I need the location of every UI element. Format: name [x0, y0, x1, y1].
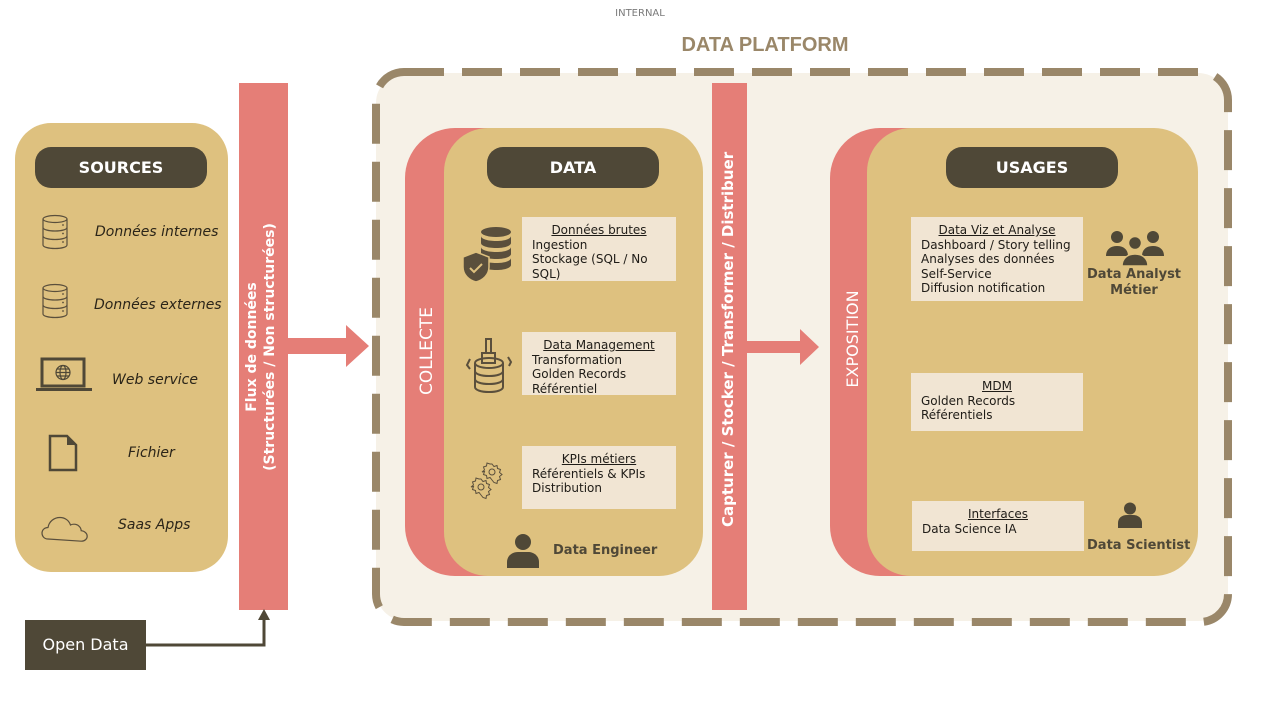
- card-line: Analyses des données: [921, 252, 1055, 266]
- card-title: Interfaces: [968, 507, 1028, 521]
- flux-bar: [239, 83, 288, 610]
- database-icon: [42, 283, 68, 319]
- card-line: Transformation: [532, 352, 623, 367]
- card-line: Golden Records: [532, 367, 627, 381]
- role-data-engineer: Data Engineer: [553, 543, 658, 558]
- card-mdm: MDM Golden Records Référentiels: [911, 373, 1083, 431]
- card-data-management: Data Management Transformation Golden Re…: [522, 332, 676, 396]
- database-shield-icon: [462, 227, 511, 283]
- open-data-arrow: [146, 609, 270, 647]
- card-title: Data Management: [543, 338, 655, 352]
- card-donnees-brutes: Données brutes Ingestion Stockage (SQL /…: [522, 217, 676, 281]
- source-item: Données internes: [30, 214, 220, 254]
- pipeline-label: Capturer / Stocker / Transformer / Distr…: [719, 151, 737, 527]
- person-icon: [1118, 502, 1142, 528]
- card-data-viz: Data Viz et Analyse Dashboard / Story te…: [911, 217, 1083, 301]
- data-title: DATA: [487, 147, 659, 188]
- flux-arrow: [288, 325, 369, 367]
- group-icon: [1106, 231, 1164, 266]
- pipeline-arrow: [747, 329, 819, 365]
- platform-dashed-border: [372, 68, 1232, 626]
- flux-label-line2: (Structurées / Non structurées): [262, 223, 278, 471]
- cloud-icon: [41, 516, 88, 542]
- laptop-globe-icon: [36, 357, 92, 391]
- card-title: Data Viz et Analyse: [938, 223, 1056, 237]
- source-label: Fichier: [128, 445, 175, 461]
- role-line: Data Analyst: [1086, 267, 1182, 282]
- card-line: Diffusion notification: [921, 281, 1046, 295]
- platform-title: DATA PLATFORM: [681, 34, 849, 56]
- collecte-label: COLLECTE: [417, 307, 437, 395]
- card-title: KPIs métiers: [561, 452, 637, 466]
- source-label: Données internes: [95, 224, 219, 240]
- file-icon: [48, 434, 78, 472]
- source-label: Web service: [112, 372, 198, 388]
- classification-label: INTERNAL: [615, 8, 665, 19]
- card-line: Golden Records: [921, 393, 1016, 408]
- card-title: MDM: [982, 379, 1012, 393]
- flux-label-line1: Flux de données: [244, 282, 260, 412]
- card-line: Ingestion: [532, 237, 588, 252]
- open-data-box: Open Data: [25, 620, 146, 670]
- card-line: Référentiels: [921, 408, 993, 422]
- sources-panel: [15, 123, 228, 572]
- source-item: Web service: [30, 357, 220, 397]
- person-icon: [507, 534, 539, 568]
- database-brush-icon: [465, 338, 513, 394]
- role-data-scientist: Data Scientist: [1087, 538, 1191, 553]
- sources-title: SOURCES: [35, 147, 207, 188]
- card-interfaces: Interfaces Data Science IA: [912, 501, 1084, 551]
- card-line: Self-Service: [921, 266, 992, 281]
- role-data-analyst: Data Analyst Métier: [1086, 267, 1182, 299]
- pipeline-bar: [712, 83, 747, 610]
- card-line: Référentiel: [532, 381, 598, 396]
- flux-label: Flux de données (Structurées / Non struc…: [243, 197, 283, 497]
- database-icon: [42, 214, 68, 250]
- card-line: Distribution: [532, 481, 603, 495]
- card-line: Stockage (SQL / No SQL): [532, 252, 648, 281]
- source-item: Fichier: [30, 434, 220, 474]
- role-line: Métier: [1110, 283, 1158, 298]
- usages-title: USAGES: [946, 147, 1118, 188]
- card-title: Données brutes: [551, 223, 647, 237]
- card-line: Dashboard / Story telling: [921, 237, 1071, 252]
- source-item: Saas Apps: [30, 510, 220, 550]
- source-item: Données externes: [30, 283, 222, 323]
- gears-icon: [470, 462, 503, 500]
- card-line: Data Science IA: [922, 521, 1017, 536]
- card-kpis-metiers: KPIs métiers Référentiels & KPIs Distrib…: [522, 446, 676, 509]
- exposition-label: EXPOSITION: [843, 290, 862, 388]
- source-label: Données externes: [94, 297, 222, 313]
- card-line: Référentiels & KPIs: [532, 466, 646, 481]
- source-label: Saas Apps: [118, 517, 191, 533]
